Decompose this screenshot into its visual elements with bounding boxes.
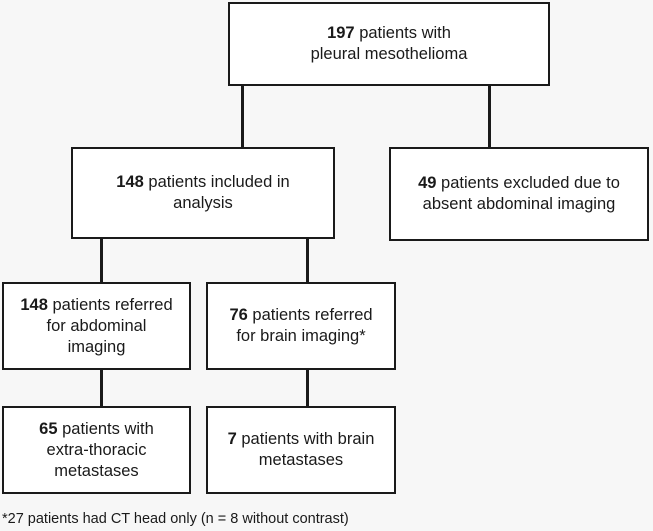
box-abdominal-referred: 148 patients referred for abdominal imag… (2, 282, 191, 370)
extra-thoracic-count: 65 (39, 419, 58, 438)
total-count: 197 (327, 24, 355, 42)
connector-included-to-brain (306, 238, 309, 283)
connector-included-to-abdominal (100, 238, 103, 283)
box-included: 148 patients included in analysis (71, 147, 335, 239)
extra-thoracic-text-line3: metastases (54, 461, 139, 480)
excluded-count: 49 (418, 174, 437, 192)
total-text-line1: patients with (354, 24, 451, 42)
included-text-line1: patients included in (143, 173, 290, 191)
abdominal-text-line3: imaging (67, 337, 126, 356)
brain-count: 76 (229, 306, 248, 324)
abdominal-count: 148 (20, 295, 48, 314)
excluded-text-line2: absent abdominal imaging (422, 195, 616, 213)
box-brain-metastases: 7 patients with brain metastases (206, 406, 396, 494)
brain-mets-count: 7 (227, 430, 237, 448)
connector-top-to-included (241, 84, 244, 148)
brain-mets-text-line1: patients with brain (236, 430, 375, 448)
abdominal-text-line1: patients referred (47, 295, 173, 314)
connector-brain-to-brain-mets (306, 369, 309, 407)
included-count: 148 (116, 173, 144, 191)
abdominal-text-line2: for abdominal (46, 316, 147, 335)
box-brain-referred: 76 patients referred for brain imaging* (206, 282, 396, 370)
box-extra-thoracic-metastases: 65 patients with extra-thoracic metastas… (2, 406, 191, 494)
total-text-line2: pleural mesothelioma (310, 45, 468, 63)
connector-abdominal-to-extra-thoracic (100, 369, 103, 407)
box-total-patients: 197 patients with pleural mesothelioma (228, 2, 550, 86)
brain-mets-text-line2: metastases (258, 451, 344, 469)
footnote: *27 patients had CT head only (n = 8 wit… (2, 511, 349, 527)
brain-text-line2: for brain imaging* (236, 327, 366, 345)
extra-thoracic-text-line2: extra-thoracic (46, 440, 147, 459)
box-excluded: 49 patients excluded due to absent abdom… (389, 147, 649, 241)
connector-top-to-excluded (488, 84, 491, 148)
included-text-line2: analysis (173, 194, 233, 212)
excluded-text-line1: patients excluded due to (436, 174, 620, 192)
extra-thoracic-text-line1: patients with (57, 419, 154, 438)
brain-text-line1: patients referred (247, 306, 373, 324)
